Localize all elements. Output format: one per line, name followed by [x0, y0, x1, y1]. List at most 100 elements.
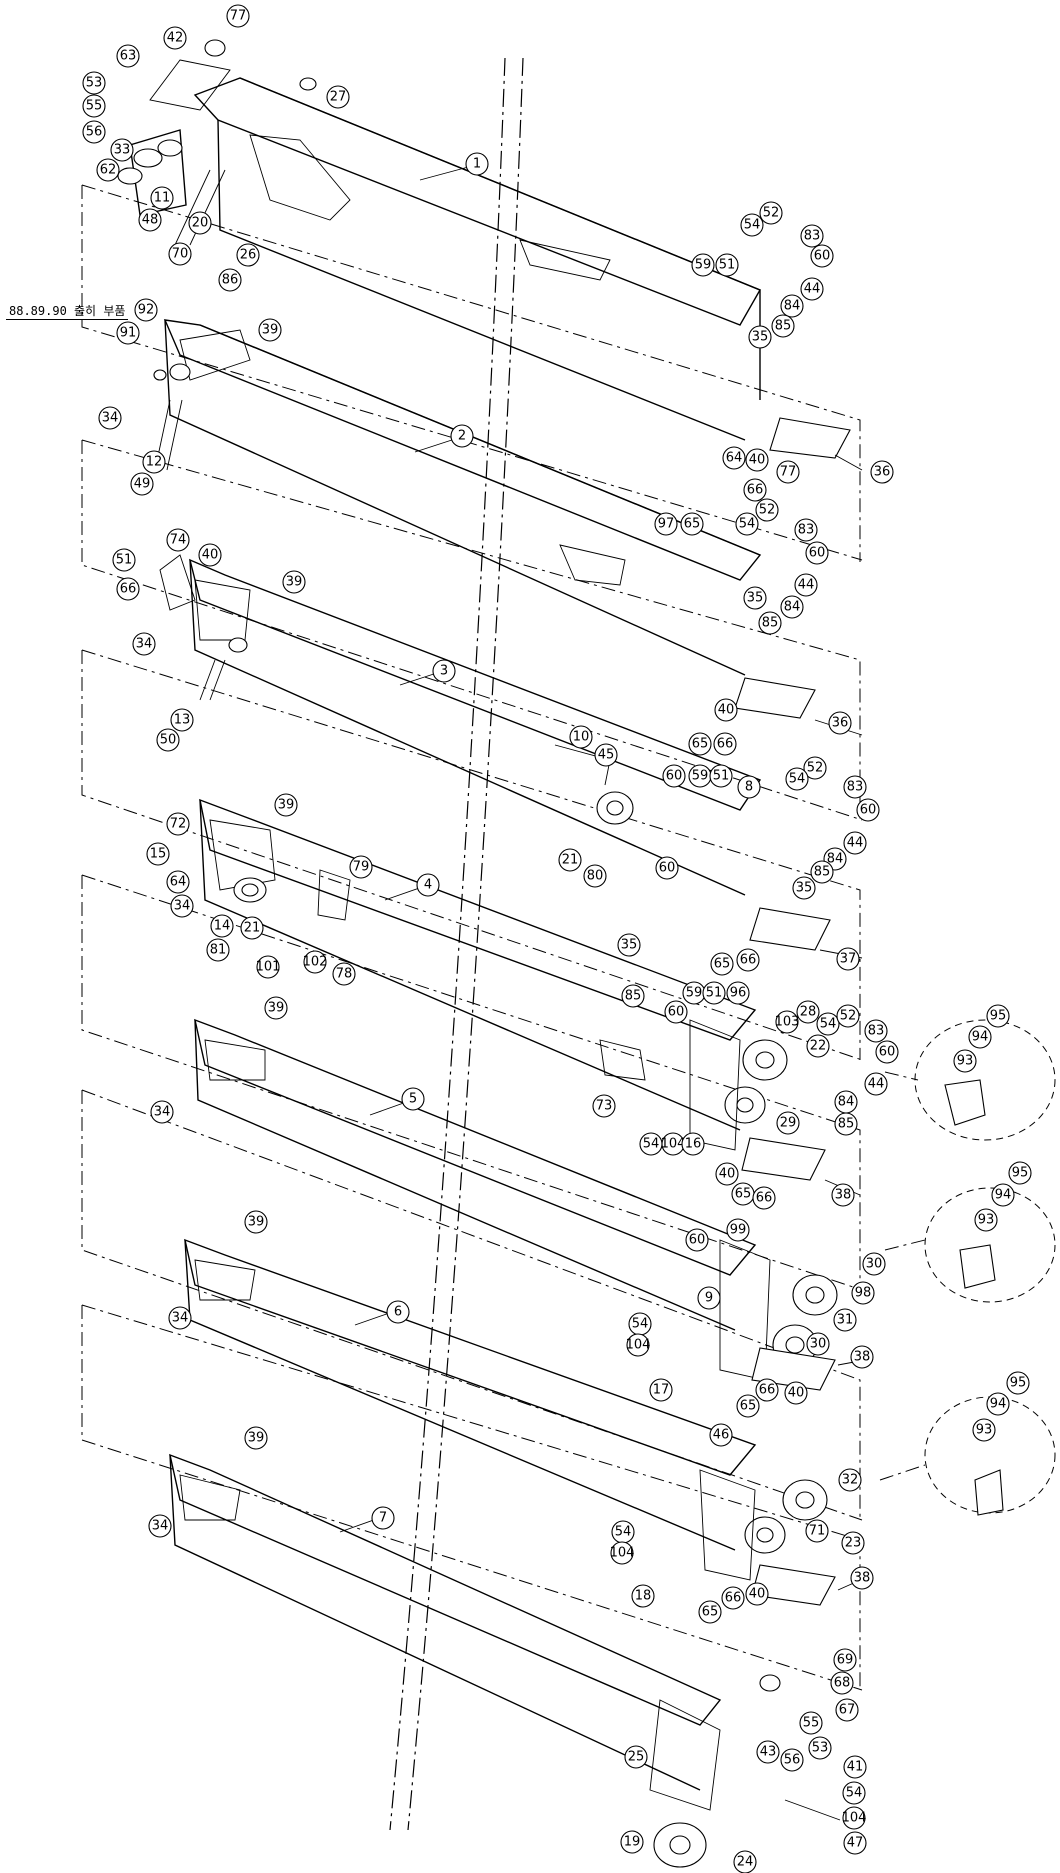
callout-65: 65 [680, 512, 704, 536]
callout-54f: 54 [628, 1312, 652, 1336]
callout-34c: 34 [170, 894, 194, 918]
svg-text:95: 95 [990, 1009, 1007, 1024]
callout-94b: 94 [991, 1183, 1015, 1207]
callout-60c: 60 [662, 764, 686, 788]
callout-60g: 60 [875, 1040, 899, 1064]
svg-text:34: 34 [174, 899, 191, 914]
callout-44c: 44 [843, 831, 867, 855]
svg-text:44: 44 [798, 578, 815, 593]
callout-16: 16 [681, 1132, 705, 1156]
svg-text:27: 27 [330, 90, 347, 105]
callout-30b: 30 [806, 1332, 830, 1356]
svg-text:23: 23 [845, 1536, 862, 1551]
callout-60: 60 [810, 244, 834, 268]
svg-text:60: 60 [666, 769, 683, 784]
callout-91: 91 [116, 321, 140, 345]
svg-text:98: 98 [855, 1286, 872, 1301]
callout-66: 66 [743, 478, 767, 502]
svg-text:24: 24 [737, 1855, 754, 1870]
boom-section-3 [159, 554, 762, 896]
callout-60h: 60 [685, 1228, 709, 1252]
callout-38b: 38 [850, 1345, 874, 1369]
svg-text:65: 65 [714, 957, 731, 972]
svg-text:94: 94 [972, 1030, 989, 1045]
svg-text:80: 80 [587, 869, 604, 884]
svg-text:13: 13 [174, 713, 191, 728]
svg-text:56: 56 [86, 125, 103, 140]
svg-text:59: 59 [695, 258, 712, 273]
svg-text:39: 39 [262, 323, 279, 338]
callout-54d: 54 [816, 1012, 840, 1036]
svg-text:59: 59 [692, 769, 709, 784]
callout-36b: 36 [828, 711, 852, 735]
svg-text:6: 6 [394, 1305, 402, 1320]
svg-text:45: 45 [598, 748, 615, 763]
svg-text:40: 40 [749, 453, 766, 468]
boom-section-7 [169, 1453, 841, 1868]
callout-21b: 21 [240, 916, 264, 940]
svg-text:72: 72 [170, 817, 187, 832]
svg-text:55: 55 [803, 1716, 820, 1731]
svg-text:93: 93 [976, 1423, 993, 1438]
svg-text:54: 54 [615, 1525, 632, 1540]
svg-text:85: 85 [775, 319, 792, 334]
callout-55: 55 [82, 94, 106, 118]
svg-text:60: 60 [668, 1005, 685, 1020]
svg-text:62: 62 [100, 163, 117, 178]
callout-69: 69 [833, 1648, 857, 1672]
svg-text:39: 39 [286, 575, 303, 590]
svg-text:40: 40 [202, 548, 219, 563]
callout-93c: 93 [972, 1418, 996, 1442]
callout-46: 46 [709, 1423, 733, 1447]
callout-49: 49 [130, 472, 154, 496]
callout-8: 8 [737, 775, 761, 799]
callout-74: 74 [166, 528, 190, 552]
callout-98: 98 [851, 1281, 875, 1305]
callout-99: 99 [726, 1218, 750, 1242]
callout-54h: 54 [842, 1781, 866, 1805]
svg-text:39: 39 [268, 1001, 285, 1016]
callout-73: 73 [592, 1094, 616, 1118]
svg-text:104: 104 [661, 1137, 686, 1152]
callout-95b: 95 [1008, 1161, 1032, 1185]
callout-38c: 38 [850, 1566, 874, 1590]
svg-text:38: 38 [854, 1350, 871, 1365]
callout-104c: 104 [610, 1541, 635, 1565]
svg-text:85: 85 [838, 1117, 855, 1132]
callout-39b: 39 [282, 570, 306, 594]
svg-text:66: 66 [725, 1591, 742, 1606]
callout-34e: 34 [168, 1306, 192, 1330]
callout-20: 20 [188, 211, 212, 235]
callout-62: 62 [96, 158, 120, 182]
callout-54g: 54 [611, 1520, 635, 1544]
callout-51: 51 [715, 253, 739, 277]
svg-text:40: 40 [719, 1167, 736, 1182]
svg-text:64: 64 [170, 875, 187, 890]
callout-66e: 66 [752, 1186, 776, 1210]
svg-text:83: 83 [847, 780, 864, 795]
callout-85d: 85 [621, 984, 645, 1008]
boom-section-1 [117, 39, 762, 441]
callout-36: 36 [870, 460, 894, 484]
callout-84b: 84 [780, 595, 804, 619]
callout-15: 15 [146, 842, 170, 866]
svg-text:51: 51 [116, 553, 133, 568]
svg-text:21: 21 [562, 853, 579, 868]
callout-47: 47 [843, 1831, 867, 1855]
callout-80: 80 [583, 864, 607, 888]
svg-text:93: 93 [957, 1054, 974, 1069]
svg-text:60: 60 [809, 546, 826, 561]
callout-104d: 104 [842, 1806, 866, 1830]
callout-39: 39 [258, 318, 282, 342]
callout-68: 68 [830, 1671, 854, 1695]
note-label: 88.89.90 출히 부품 [6, 303, 129, 320]
svg-text:104: 104 [610, 1546, 635, 1561]
svg-text:19: 19 [624, 1835, 641, 1850]
svg-text:35: 35 [621, 938, 638, 953]
svg-text:44: 44 [804, 282, 821, 297]
callout-50: 50 [156, 728, 180, 752]
callout-59c: 59 [682, 981, 706, 1005]
svg-text:66: 66 [759, 1383, 776, 1398]
svg-text:32: 32 [842, 1473, 859, 1488]
svg-text:34: 34 [102, 411, 119, 426]
